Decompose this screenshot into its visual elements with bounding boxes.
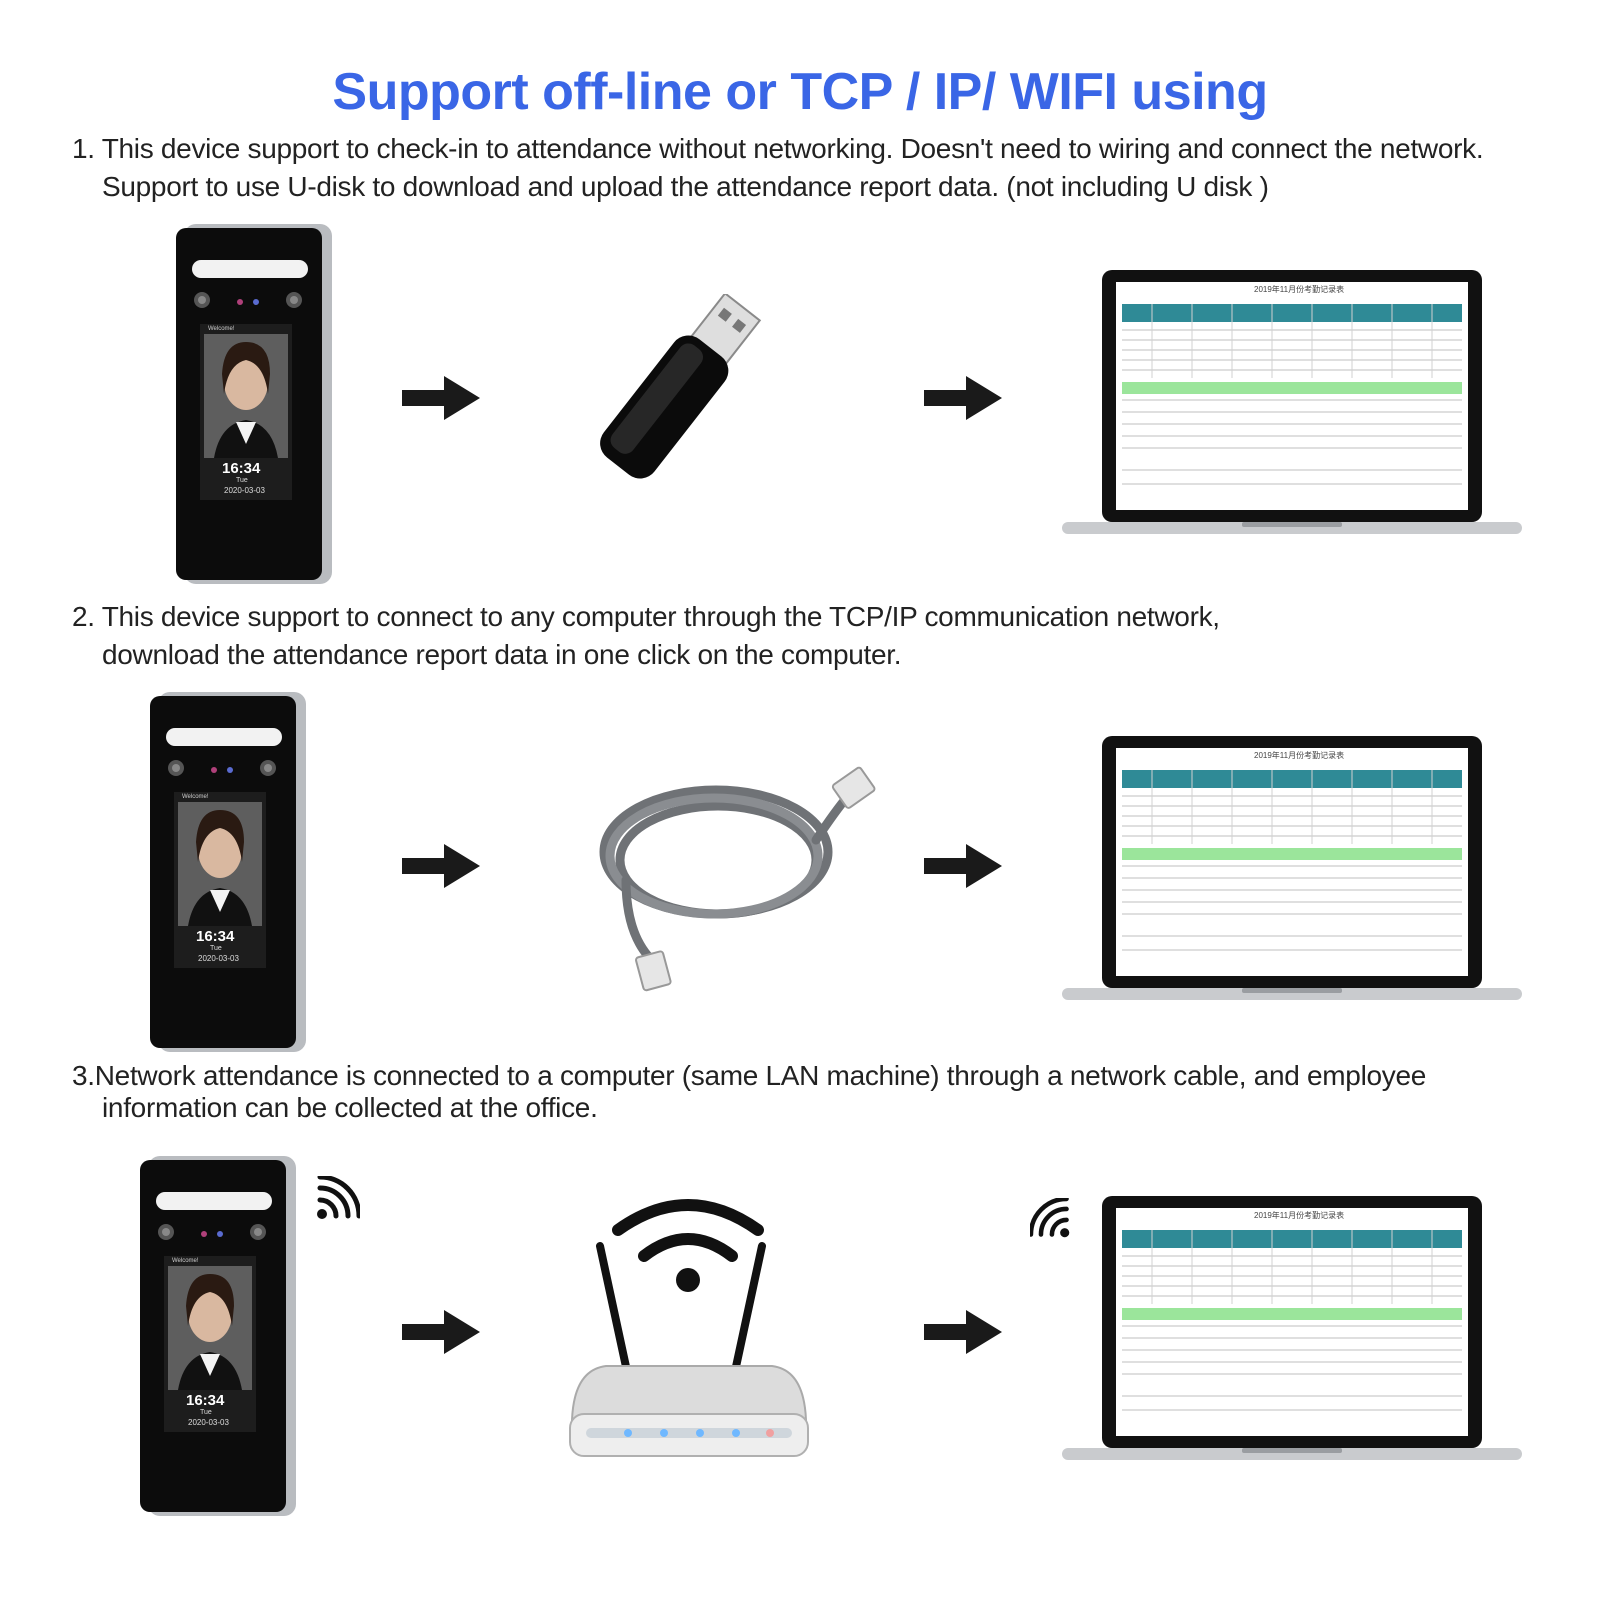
arrow-right-icon — [402, 376, 480, 420]
section-3-line-2: information can be collected at the offi… — [102, 1092, 598, 1123]
wireless-signal-icon — [314, 1174, 362, 1222]
section-3-description: 3.Network attendance is connected to a c… — [72, 1060, 1552, 1124]
report-sheet-title: 2019年11月份考勤记录表 — [1254, 285, 1345, 294]
screen-time: 16:34 — [222, 460, 261, 477]
face-attendance-device: Welcome! 16:34 Tue 2020-03-03 — [146, 692, 306, 1052]
section-2-diagram: Welcome! 16:34 Tue 2020-03-03 — [0, 690, 1600, 1060]
screen-time: 16:34 — [186, 1392, 225, 1409]
wireless-signal-icon — [1028, 1196, 1072, 1240]
section-1-description: 1. This device support to check-in to at… — [72, 130, 1552, 206]
report-sheet-title: 2019年11月份考勤记录表 — [1254, 1211, 1345, 1220]
screen-day: Tue — [210, 945, 222, 952]
page-title: Support off-line or TCP / IP/ WIFI using — [332, 63, 1268, 121]
laptop-attendance-report: 2019年11月份考勤记录表 — [1062, 1196, 1522, 1468]
arrow-right-icon — [402, 1310, 480, 1354]
arrow-right-icon — [924, 1310, 1002, 1354]
section-1-line-1: 1. This device support to check-in to at… — [72, 133, 1484, 164]
face-attendance-device: Welcome! 16:34 Tue 2020-03-03 — [172, 224, 332, 584]
section-1-line-2: Support to use U-disk to download and up… — [102, 171, 1269, 202]
screen-day: Tue — [200, 1409, 212, 1416]
arrow-right-icon — [924, 844, 1002, 888]
section-3-line-1: 3.Network attendance is connected to a c… — [72, 1060, 1427, 1091]
usb-flash-drive-icon — [596, 291, 816, 504]
wifi-router-icon — [566, 1186, 812, 1476]
arrow-right-icon — [924, 376, 1002, 420]
screen-welcome-text: Welcome! — [172, 1258, 199, 1264]
report-sheet-title: 2019年11月份考勤记录表 — [1254, 751, 1345, 760]
screen-date: 2020-03-03 — [198, 954, 239, 963]
laptop-attendance-report: 2019年11月份考勤记录表 — [1062, 736, 1522, 1008]
screen-day: Tue — [236, 477, 248, 484]
laptop-attendance-report: 2019年11月份考勤记录表 — [1062, 270, 1522, 542]
section-1-diagram: Welcome! 16:34 Tue 2020-03-03 — [0, 222, 1600, 592]
section-2-description: 2. This device support to connect to any… — [72, 598, 1552, 674]
section-2-line-1: 2. This device support to connect to any… — [72, 601, 1220, 632]
face-attendance-device: Welcome! 16:34 Tue 2020-03-03 — [136, 1156, 296, 1516]
section-3-diagram: Welcome! 16:34 Tue 2020-03-03 — [0, 1156, 1600, 1530]
ethernet-cable-icon — [586, 760, 876, 1000]
screen-date: 2020-03-03 — [188, 1418, 229, 1427]
section-2-line-2: download the attendance report data in o… — [102, 639, 902, 670]
screen-welcome-text: Welcome! — [208, 326, 235, 332]
screen-date: 2020-03-03 — [224, 486, 265, 495]
screen-welcome-text: Welcome! — [182, 794, 209, 800]
arrow-right-icon — [402, 844, 480, 888]
screen-time: 16:34 — [196, 928, 235, 945]
